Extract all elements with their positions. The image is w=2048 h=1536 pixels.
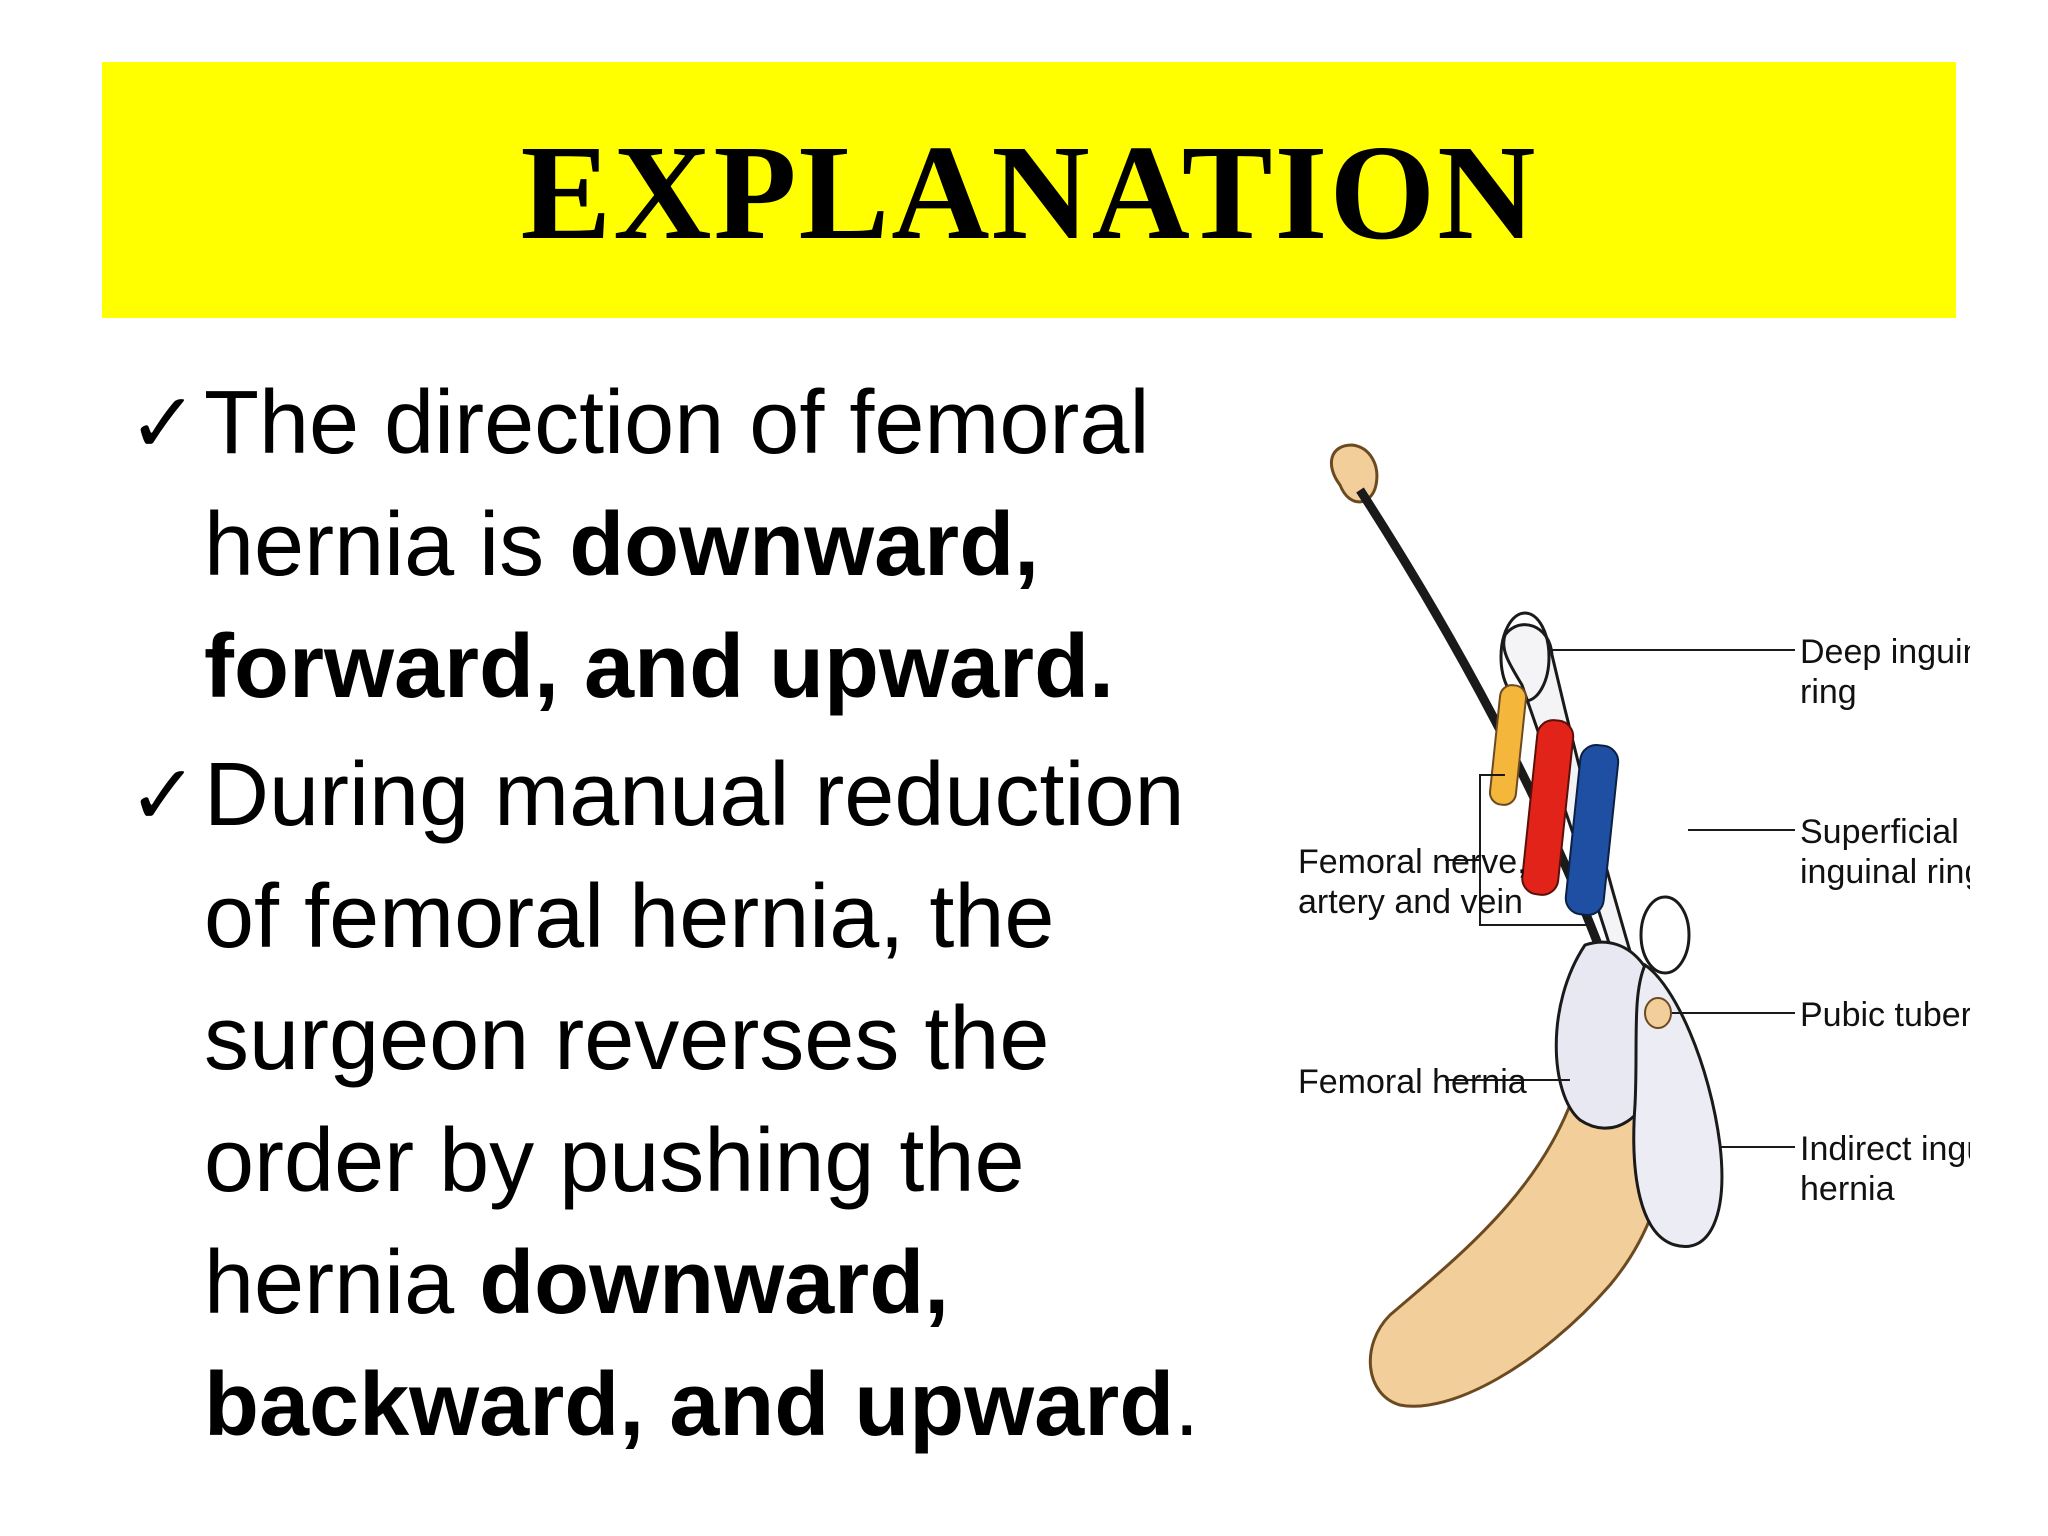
bullet-list: ✓ The direction of femoral hernia is dow… xyxy=(128,362,1278,1472)
label-superficial-ring: Superficial xyxy=(1800,813,1959,851)
label-indirect-hernia: Indirect inguinal xyxy=(1800,1130,1970,1168)
femoral-artery xyxy=(1521,719,1575,896)
hernia-diagram: Deep inguinal ring Superficial inguinal … xyxy=(1280,385,1970,1445)
bullet-bold-text: downward, xyxy=(569,495,1040,595)
bullet-text: hernia is xyxy=(204,495,570,595)
bullet-text-line: hernia is downward, xyxy=(204,484,1278,606)
bullet-text-line: backward, and upward. xyxy=(204,1344,1278,1466)
bullet-bold-text: backward, and upward xyxy=(204,1355,1175,1455)
bullet-text-line: order by pushing the xyxy=(204,1111,1025,1211)
indirect-hernia-sac xyxy=(1632,962,1724,1248)
bullet-item: ✓ The direction of femoral hernia is dow… xyxy=(128,362,1278,728)
bullet-text-line: of femoral hernia, the xyxy=(204,867,1055,967)
bullet-item: ✓ During manual reduction of femoral her… xyxy=(128,734,1278,1466)
label-deep-ring: ring xyxy=(1800,673,1857,711)
title-bar: EXPLANATION xyxy=(102,62,1956,318)
label-deep-ring: Deep inguinal xyxy=(1800,633,1970,671)
superficial-inguinal-ring xyxy=(1639,895,1691,975)
leader-bracket xyxy=(1479,774,1590,926)
anatomy-illustration: Deep inguinal ring Superficial inguinal … xyxy=(1298,443,1970,1408)
bullet-text-line: During manual reduction xyxy=(204,745,1185,845)
bullet-text: . xyxy=(1174,1355,1200,1455)
label-femoral-hernia: Femoral hernia xyxy=(1298,1063,1527,1101)
pubic-tubercle xyxy=(1644,997,1672,1029)
bullet-bold-text: forward, and upward. xyxy=(204,617,1115,717)
bullet-bold-text: downward, xyxy=(479,1233,950,1333)
iliac-spine xyxy=(1330,443,1379,504)
inguinal-canal xyxy=(1502,623,1642,998)
bullet-text-line: forward, and upward. xyxy=(204,606,1278,728)
label-pubic-tubercle: Pubic tubercle xyxy=(1800,996,1970,1034)
bullet-text: hernia xyxy=(204,1233,480,1333)
slide-title: EXPLANATION xyxy=(520,118,1538,268)
bullet-text-line: hernia downward, xyxy=(204,1222,1278,1344)
label-femoral-vessels: artery and vein xyxy=(1298,883,1523,921)
checkmark-icon: ✓ xyxy=(128,374,199,472)
femoral-vein xyxy=(1564,744,1620,916)
bullet-text-line: surgeon reverses the xyxy=(204,989,1050,1089)
label-femoral-vessels: Femoral nerve, xyxy=(1298,843,1527,881)
label-superficial-ring: inguinal ring xyxy=(1800,853,1970,891)
checkmark-icon: ✓ xyxy=(128,746,199,844)
bullet-text-line: The direction of femoral xyxy=(204,373,1150,473)
label-indirect-hernia: hernia xyxy=(1800,1170,1895,1208)
femoral-nerve xyxy=(1488,684,1528,806)
